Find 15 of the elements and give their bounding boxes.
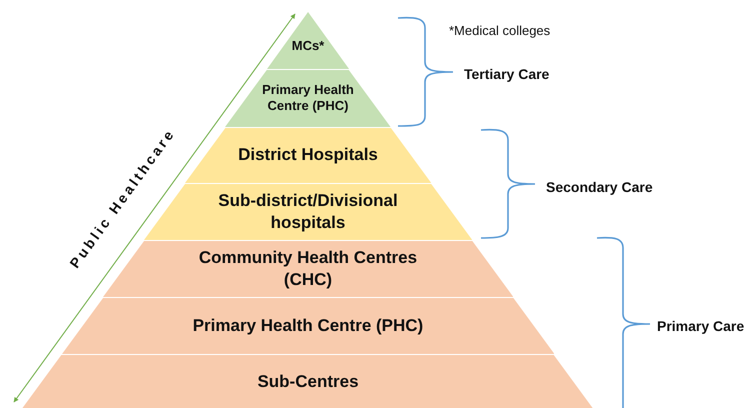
- care-level-label: Primary Care: [657, 318, 744, 334]
- double-arrow: [14, 14, 296, 402]
- care-level-label: Secondary Care: [546, 179, 653, 195]
- pyramid-tier: [184, 127, 432, 183]
- tier-label: Sub-Centres: [257, 371, 359, 393]
- pyramid-tier: [21, 354, 595, 408]
- care-level-label: Tertiary Care: [464, 66, 550, 82]
- footnote: *Medical colleges: [449, 23, 550, 38]
- tier-label: Primary Health Centre (PHC): [192, 314, 424, 336]
- pyramid-tier: [62, 297, 554, 354]
- tier-label: Community Health Centres (CHC): [198, 247, 418, 290]
- tier-label: Sub-district/Divisional hospitals: [217, 190, 399, 233]
- tier-label: Primary Health Centre (PHC): [261, 82, 355, 114]
- tier-label: MCs*: [292, 38, 324, 55]
- tier-label: District Hospitals: [238, 144, 378, 166]
